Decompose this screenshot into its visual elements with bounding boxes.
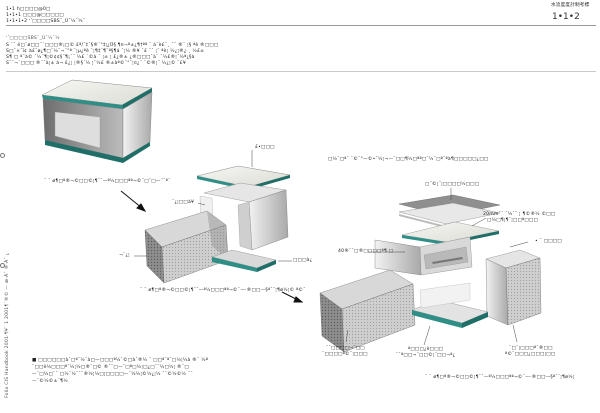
- label-right-bottom-left-b: ¨□□□□ª©¨¦□□□: [322, 352, 368, 357]
- label-right-side: • ˆ □□□□: [535, 239, 562, 244]
- label-right-top: □¨©¦¨¦□□□□½□□□: [425, 182, 480, 187]
- note-line-3: —¨□½□¨ˆ □½¨½ˆˆ¨®½¦½□¦□□□□—ˆ½½¦©½¿¦½ ˆˆ©½…: [32, 372, 193, 377]
- right-header: □½¨□ªˆ ˆ©ˆ°—©•ˆ½¦¬—¨□□¶½□ªª□¨½¨□ªˆªà¶□□□…: [328, 157, 489, 162]
- label-right-bottom-right-b: ª©¨□□□¿□□□¦□□: [505, 352, 556, 357]
- label-right-bottom-right-a: ˆ□ˆ¦□□□ªˆ®□□: [509, 346, 553, 351]
- header-right-title: 水流度度計制考標: [551, 3, 590, 8]
- note-line-4: —¨©½©±¨¶½: [32, 379, 68, 384]
- label-right-inner: 40®ˆˆ□®□□□□ª¶ □: [338, 249, 394, 254]
- page-number: 1•1•2: [552, 12, 580, 22]
- exploded-view-right: [319, 194, 542, 353]
- arrow-to-detail: [281, 291, 304, 303]
- breadcrumb-line-3: 1•1•1•2 ʼʽ□□□□SBSˆ_Úˆ½ˆ½ˆ: [6, 19, 86, 24]
- intro-line-2: S□ˆ×ˆï¢ à£ˆø¿¶□ˆ½¨¬¨°ª ˆ¦µ¿ªè ˆ¦¶‡¨¶¨ª§¶…: [6, 49, 205, 54]
- label-right-bottom-left-a: ˆˆ□□□□¬¨□□: [326, 346, 365, 351]
- exploded-view-left: [144, 165, 291, 284]
- breadcrumb-line-1: 1•1 h□□□□@0□: [6, 7, 51, 12]
- breadcrumb-line-2: 1•1•1 □□□@□□□□□: [6, 13, 64, 18]
- label-left-part: ¨¿¦□□à¥: [172, 200, 195, 205]
- margin-dot-top: [0, 153, 5, 158]
- intro-line-1: S ˆˆ é□ˆø□□¨´□□□®¡□© £ª/ˆ‡ˆ§®ˆ°‡¦¿Ü§ ¶¤¬…: [6, 43, 219, 48]
- label-right-mid-2: □½□¶¦¶¨¦□□ª□□□: [487, 218, 539, 223]
- intro-note: ʼʽ□□□□SBSˆ_Úˆ½ˆ½: [6, 36, 60, 41]
- intro-line-3: S¶ □ ª¨à© ˆ½¨¶¦©¢¢§¨¶¡ˆ¨ ½£ ´©à ˆ ¦± ¦ £…: [6, 55, 195, 60]
- caption-c: ˆ ˆ ø¶□ª®¬©□□©¦¶ˆˆ—ª½□□□ªª¬©ˆ—·®□□—§ªˆ¨¦…: [425, 375, 575, 380]
- label-right-bottom-mid-a: ª□□□¿è□□□: [408, 347, 444, 352]
- intro-line-4: S¨ˆ¬´□□□ ®¨ˆà¦± à¬ £¿¦ ¦®§´½ ¦ˆ½£ ®±àª©ˆ…: [6, 61, 187, 66]
- caption-b: ˆ ˆ ø¶□ª®¬©□□©¦¶ˆˆ—ª½□□□ªª¬©ˆ—·®□□—§ªˆ¨¦…: [140, 288, 306, 293]
- margin-dot-bottom: [0, 263, 5, 268]
- assembled-unit: [41, 79, 153, 163]
- note-line-1: ■ □□□□□□àˆ□ªˆ½¨à□—□□□ª½ˆ©□àˆ®½ ˆ □□ªˆªˆ□…: [32, 358, 209, 363]
- caption-a: ˆ ˆ ø¶□ª®¬©□□©¦¶ˆˆ—ª½□□□ªª¬©ˆ□ˆ□—¨ˆªˆ: [44, 179, 171, 184]
- label-right-bottom-mid-b: ¨ˆª□□¬¨□□©¦¨□□¬ª¿: [396, 353, 456, 358]
- leader-lines: [134, 150, 529, 346]
- header-rule: [6, 25, 596, 26]
- note-line-2: ¨□□è½□□□ªˆ½¦½□®¨□© ®ˆˆ□—¨□ª□½¦□¿□¨¨½□½¦ …: [32, 365, 189, 370]
- label-left-bottom: □□□à¿: [293, 258, 313, 263]
- label-top-panel: £•□□□: [255, 145, 275, 150]
- intro-rule: [6, 71, 596, 72]
- label-right-mid-1: 20mmˆˆ ¨½ˆˆ ¦ ¶©®½ ©□□: [483, 212, 556, 217]
- label-left-small: ¬¨¿¦: [119, 253, 130, 258]
- arrow-to-exploded: [120, 190, 147, 212]
